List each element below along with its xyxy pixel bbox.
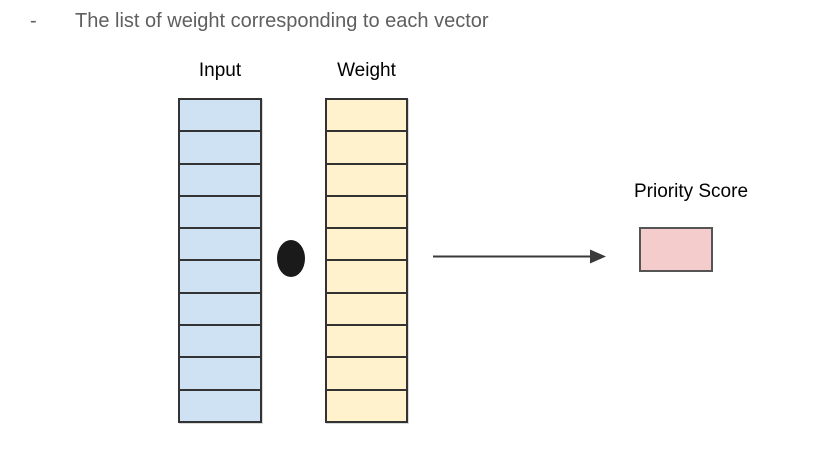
weight-vector-cell <box>327 100 406 130</box>
arrow-icon <box>433 249 606 264</box>
weight-vector-cell <box>327 324 406 356</box>
weight-vector-label: Weight <box>337 60 396 81</box>
weight-vector-cell <box>327 130 406 162</box>
weight-vector-cell <box>327 227 406 259</box>
priority-score-box <box>639 227 713 272</box>
weight-vector-cell <box>327 291 406 324</box>
title-bullet: - <box>30 10 37 32</box>
weight-vector-cell <box>327 194 406 227</box>
dot-product-icon <box>277 240 305 277</box>
weight-vector-cell <box>327 388 406 421</box>
input-vector-cell <box>180 130 260 162</box>
input-vector-cell <box>180 227 260 259</box>
input-vector-label: Input <box>198 60 242 81</box>
input-vector-cell <box>180 100 260 130</box>
input-vector <box>178 98 262 423</box>
weight-vector-cell <box>327 356 406 388</box>
weight-vector <box>325 98 408 423</box>
input-vector-cell <box>180 388 260 421</box>
input-vector-cell <box>180 291 260 324</box>
input-vector-cell <box>180 194 260 227</box>
priority-score-label: Priority Score <box>633 181 749 202</box>
input-vector-cell <box>180 162 260 195</box>
input-vector-cell <box>180 259 260 291</box>
input-vector-cell <box>180 324 260 356</box>
slide-title: The list of weight corresponding to each… <box>75 10 489 32</box>
weight-vector-cell <box>327 259 406 291</box>
weight-vector-cell <box>327 162 406 195</box>
input-vector-cell <box>180 356 260 388</box>
